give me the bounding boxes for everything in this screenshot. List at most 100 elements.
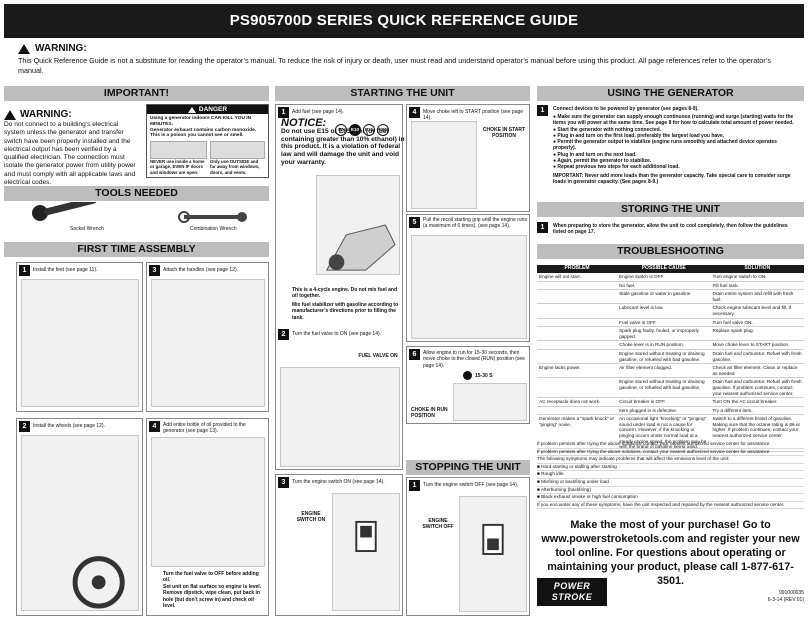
using-bullet: Start the generator with nothing connect… (557, 126, 662, 133)
socket-wrench-icon (28, 196, 108, 226)
using-intro: Connect devices to be powered by generat… (553, 106, 699, 112)
table-row: Engine will not start.Engine switch is O… (537, 273, 804, 282)
combination-wrench-label: Combination Wrench (190, 226, 237, 232)
starting-step-3: 3 Turn the engine switch ON (see page 14… (275, 474, 403, 616)
stopping-step-1: 1 Turn the engine switch OFF (see page 1… (406, 477, 530, 616)
danger-never-text: NEVER use inside a home or garage, EVEN … (150, 159, 205, 175)
fuel-valve-label: FUEL VALVE ON (358, 353, 398, 359)
table-row: AC receptacle does not work.Circuit brea… (537, 397, 804, 407)
problem-cell (537, 377, 618, 399)
cause-cell: Item plugged in is defective. (617, 406, 711, 416)
starting-header: STARTING THE UNIT (275, 86, 530, 101)
important-warning-text: Do not connect to a building’s electrica… (4, 121, 136, 187)
storing-header: STORING THE UNIT (537, 202, 804, 217)
page-title: PS905700D SERIES QUICK REFERENCE GUIDE (4, 4, 804, 38)
using-bullets: ● Make sure the generator can supply eno… (553, 114, 801, 185)
solution-cell: Check engine lubricant level and fill, i… (710, 303, 804, 319)
step-number: 5 (409, 217, 420, 228)
important-warning: WARNING: Do not connect to a building’s … (4, 108, 138, 187)
important-warning-heading: WARNING: (20, 108, 72, 120)
starting-step-6: 6 Allow engine to run for 15-30 seconds,… (406, 346, 530, 424)
danger-text2: Generator exhaust contains carbon monoxi… (150, 127, 257, 139)
troubleshooting-note: ■ Rough idle (537, 471, 804, 479)
column-cause: POSSIBLE CAUSE (617, 265, 711, 273)
table-row: Lubricant level is low.Check engine lubr… (537, 303, 804, 319)
doc-date: 6-3-14 (REV:01) (767, 597, 804, 603)
outdoor-only-icon (209, 141, 265, 160)
fuel-valve-illustration (280, 367, 400, 467)
troubleshooting-note: ■ Hard starting or stalling after starti… (537, 464, 804, 472)
cause-cell: Lubricant level is low. (617, 303, 711, 319)
assembly-note-2: Set unit on flat surface so engine is le… (163, 584, 262, 609)
starting-col-left: 1 Add fuel (see page 14). This is a 4-cy… (275, 104, 403, 470)
solution-cell: Turn engine switch to ON. (710, 273, 804, 282)
problem-cell (537, 406, 618, 416)
solution-cell: Drain entire system and refill with fres… (710, 289, 804, 305)
cause-cell: Fuel valve is OFF. (617, 318, 711, 328)
timer-label: 15-30 S (475, 373, 493, 379)
logo-line-2: STROKE (551, 592, 593, 602)
table-row: Spark plug faulty, fouled, or improperly… (537, 326, 804, 342)
step-number: 4 (409, 107, 420, 118)
column-problem: PROBLEM (537, 265, 618, 273)
troubleshooting-note: If problem persists after trying the abo… (537, 449, 804, 457)
solution-cell: Try a different item. (710, 406, 804, 416)
storing-text: When preparing to store the generator, a… (553, 223, 788, 236)
install-wheels-illustration (21, 435, 139, 611)
stopping-header: STOPPING THE UNIT (406, 460, 530, 475)
warning-heading: WARNING: (35, 43, 87, 54)
doc-number: 991000035 (778, 590, 804, 596)
document-number: 991000035 6-3-14 (REV:01) (740, 590, 804, 604)
using-important: IMPORTANT: Never add more loads than the… (553, 172, 791, 185)
timer-icon (463, 371, 472, 380)
step-text: Turn the engine switch ON (see page 14). (292, 479, 385, 485)
using-bullet: Plug in and turn on the next load. (557, 151, 637, 158)
step-number: 1 (409, 480, 420, 491)
starting-step-4: 4 Move choke left to START position (see… (406, 104, 530, 212)
solution-cell: Move choke lever to START position. (710, 340, 804, 350)
badge-e85: E85 (377, 124, 389, 136)
troubleshooting-note: If you encounter any of these symptoms, … (537, 502, 804, 510)
table-row: Generator makes a “spark knock” or “ping… (537, 414, 804, 452)
step-text: Allow engine to run for 15-30 seconds, t… (423, 350, 525, 369)
troubleshooting-note: If problem persists after trying the abo… (537, 441, 804, 449)
problem-cell (537, 318, 618, 328)
engine-switch-on-illustration (332, 493, 400, 611)
power-stroke-logo: POWER STROKE (537, 578, 607, 606)
using-block: 1 Connect devices to be powered by gener… (537, 104, 804, 198)
step-text: Turn the fuel valve to ON (see page 14). (292, 331, 382, 337)
table-row: Stale gasoline or water in gasoline.Drai… (537, 289, 804, 305)
recoil-start-illustration (411, 235, 527, 339)
step-text: Move choke left to START position (see p… (423, 109, 524, 122)
step-text: Add entire bottle of oil provided to the… (163, 422, 246, 435)
table-row: Choke lever is in RUN position.Move chok… (537, 340, 804, 350)
troubleshooting-header: TROUBLESHOOTING (537, 244, 804, 259)
assembly-step-4: 4 Add entire bottle of oil provided to t… (146, 418, 269, 616)
notice-block: NOTICE: Do not use E15 or E85 fuel (or f… (281, 118, 406, 167)
problem-cell (537, 349, 618, 365)
danger-icon (187, 106, 196, 113)
problem-cell: Generator makes a “spark knock” or “ping… (537, 414, 618, 452)
step-number: 1 (537, 105, 548, 116)
problem-cell (537, 340, 618, 350)
problem-cell (537, 289, 618, 305)
table-row: Engine lacks power.Air filter element cl… (537, 363, 804, 379)
problem-cell: Engine will not start. (537, 273, 618, 282)
assembly-step-1: 1 Install the feet (see page 11). (16, 262, 143, 412)
table-row: Fuel valve is OFF.Turn fuel valve ON. (537, 318, 804, 328)
fuel-stabilizer-note: Mix fuel stabilizer with gasoline accord… (292, 302, 399, 321)
assembly-note-1: Turn the fuel valve to OFF before adding… (163, 571, 259, 584)
warning-icon (4, 110, 16, 120)
step-number: 6 (409, 349, 420, 360)
danger-only-text: Only use OUTSIDE and far away from windo… (209, 159, 260, 175)
cause-cell: Engine switch is OFF. (617, 273, 711, 282)
badge-e10: E10 (349, 124, 361, 136)
problem-cell: Engine lacks power. (537, 363, 618, 379)
combination-wrench-icon (178, 210, 248, 223)
choke-run-illustration (453, 383, 527, 421)
cause-cell: Spark plug faulty, fouled, or improperly… (617, 326, 711, 342)
problem-cell (537, 303, 618, 319)
using-bullet: Again, permit the generator to stabilize… (557, 158, 652, 165)
step-text: Turn the engine switch OFF (see page 14)… (423, 482, 519, 488)
using-bullet: Repeat previous two steps for each addit… (557, 164, 680, 171)
